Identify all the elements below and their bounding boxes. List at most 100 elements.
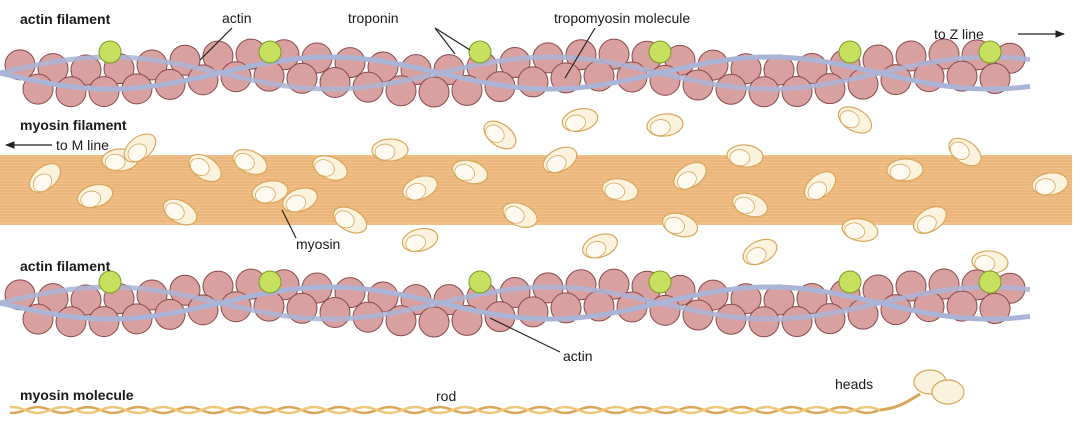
leader-troponin bbox=[434, 27, 456, 55]
actin-bead bbox=[748, 306, 780, 338]
myosin-molecule-head bbox=[931, 379, 965, 405]
actin-bead bbox=[781, 306, 813, 338]
myosin-head bbox=[731, 192, 769, 218]
troponin bbox=[98, 270, 122, 294]
actin-bead bbox=[55, 76, 87, 108]
label-to-m-line: to M line bbox=[56, 137, 109, 153]
actin-bead bbox=[814, 73, 846, 105]
myosin-head bbox=[837, 106, 873, 134]
tropomyosin-strand bbox=[0, 284, 1031, 322]
actin-bead bbox=[418, 76, 450, 108]
actin-bead bbox=[946, 290, 978, 322]
actin-filament-top bbox=[0, 38, 1031, 108]
myosin-head bbox=[841, 218, 879, 242]
myosin-head bbox=[312, 155, 348, 181]
tropomyosin-strand bbox=[0, 54, 1031, 92]
myosin-molecule-drawing bbox=[9, 369, 965, 415]
actin-bead bbox=[550, 62, 582, 94]
label-actin-bottom: actin bbox=[563, 348, 593, 364]
actin-bead bbox=[319, 66, 351, 98]
tropomyosin-strand bbox=[0, 54, 1031, 92]
actin-bead bbox=[781, 76, 813, 108]
myosin-rod-strand bbox=[9, 405, 881, 415]
myosin-head bbox=[803, 171, 837, 201]
label-rod: rod bbox=[436, 388, 457, 404]
myosin-head bbox=[188, 153, 222, 183]
myosin-head bbox=[282, 187, 318, 213]
myosin-head bbox=[232, 148, 268, 176]
label-myosin: myosin bbox=[296, 236, 341, 252]
troponin bbox=[648, 40, 672, 64]
troponin bbox=[98, 40, 122, 64]
myosin-head bbox=[646, 113, 684, 137]
myosin-head bbox=[28, 163, 62, 193]
myosin-head bbox=[123, 133, 157, 163]
actin-bead bbox=[88, 306, 120, 338]
myosin-head bbox=[886, 158, 924, 182]
label-heads: heads bbox=[835, 376, 874, 392]
myosin-head bbox=[76, 183, 114, 209]
actin-bead bbox=[979, 292, 1011, 324]
myosin-head bbox=[451, 159, 489, 185]
actin-bead bbox=[946, 60, 978, 92]
actin-bead bbox=[55, 306, 87, 338]
label-tropomyosin: tropomyosin molecule bbox=[554, 10, 691, 26]
myosin-head bbox=[162, 198, 198, 226]
label-actin-filament-top: actin filament bbox=[20, 11, 111, 27]
troponin bbox=[258, 40, 282, 64]
label-to-z-line: to Z line bbox=[934, 26, 984, 42]
actin-bead bbox=[565, 39, 597, 71]
actin-bead bbox=[748, 76, 780, 108]
troponin bbox=[838, 40, 862, 64]
myosin-head bbox=[402, 175, 438, 201]
troponin bbox=[978, 40, 1002, 64]
myosin-head bbox=[742, 238, 778, 266]
actin-bead bbox=[319, 296, 351, 328]
troponin bbox=[648, 270, 672, 294]
actin-bead bbox=[517, 66, 549, 98]
myosin-head bbox=[582, 233, 618, 259]
myosin-head bbox=[1031, 172, 1069, 196]
troponin bbox=[258, 270, 282, 294]
myosin-head bbox=[371, 138, 409, 162]
myosin-rod-strand bbox=[9, 405, 881, 415]
leader-myosin bbox=[281, 209, 297, 239]
actin-bead bbox=[70, 284, 102, 316]
actin-bead bbox=[418, 306, 450, 338]
actin-bead bbox=[88, 76, 120, 108]
actin-bead bbox=[979, 62, 1011, 94]
label-myosin-filament: myosin filament bbox=[20, 117, 127, 133]
myosin-head bbox=[601, 178, 639, 202]
leader-troponin bbox=[434, 27, 471, 51]
actin-bead bbox=[814, 303, 846, 335]
leader-actin-top bbox=[199, 27, 233, 61]
myosin-head bbox=[673, 161, 707, 191]
myosin-head bbox=[948, 137, 982, 167]
label-actin-filament-bottom: actin filament bbox=[20, 258, 111, 274]
troponin bbox=[468, 40, 492, 64]
label-actin-top: actin bbox=[222, 10, 252, 26]
actin-bead bbox=[550, 292, 582, 324]
tropomyosin-strand bbox=[0, 284, 1031, 322]
actin-bead bbox=[565, 269, 597, 301]
myosin-head bbox=[561, 107, 599, 133]
myosin-head bbox=[401, 227, 439, 253]
leader-tropomyosin bbox=[564, 27, 596, 79]
myosin-head bbox=[332, 206, 368, 234]
label-myosin-molecule: myosin molecule bbox=[20, 387, 134, 403]
myosin-head bbox=[502, 202, 538, 228]
myosin-head bbox=[251, 180, 289, 204]
troponin bbox=[978, 270, 1002, 294]
actin-bead bbox=[517, 296, 549, 328]
leader-actin-bottom bbox=[489, 317, 561, 353]
troponin bbox=[838, 270, 862, 294]
myosin-neck bbox=[879, 392, 921, 412]
label-troponin: troponin bbox=[348, 10, 399, 26]
actin-filament-bottom bbox=[0, 268, 1031, 338]
leader-lines bbox=[5, 27, 1065, 353]
troponin bbox=[468, 270, 492, 294]
myosin-head bbox=[726, 144, 764, 168]
myosin-head bbox=[913, 206, 947, 234]
